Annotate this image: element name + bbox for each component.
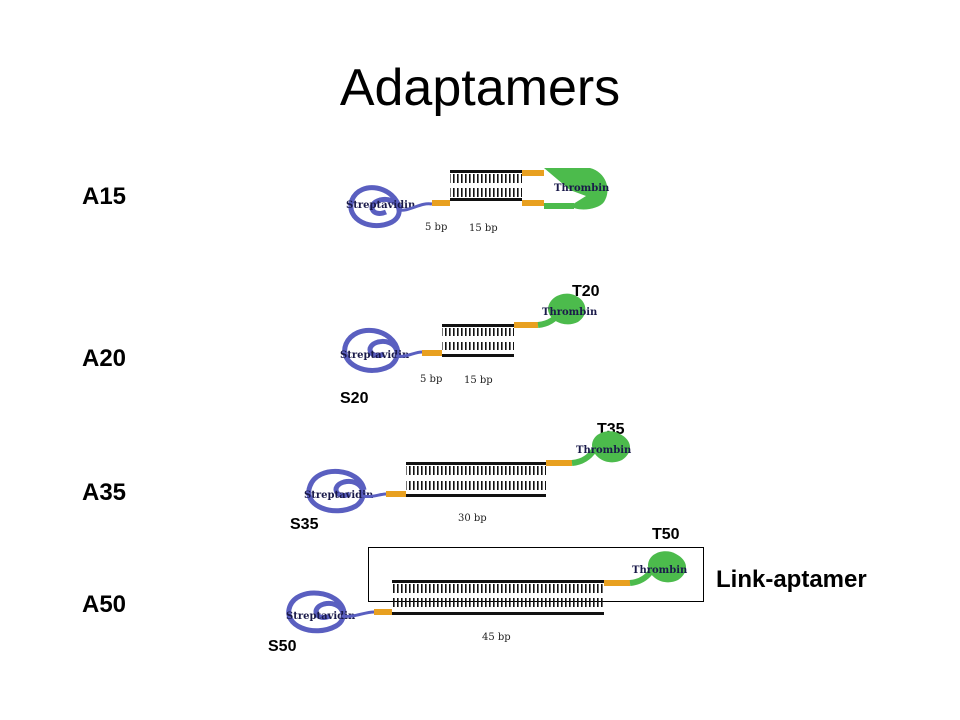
streptavidin-label: Streptavidin [304,490,374,501]
link-aptamer-label: Link-aptamer [716,566,867,593]
streptavidin-label: Streptavidin [346,200,416,211]
thrombin-icon [592,431,631,463]
streptavidin-icon [342,327,401,373]
bp-label: 15 bp [469,223,498,234]
s35-label: S35 [290,516,319,533]
row-label-a50: A50 [82,591,127,618]
streptavidin-icon [286,590,347,634]
construct-a50: Streptavidin Thrombin 45 bp [286,551,688,643]
thrombin-label: Thrombin [542,307,598,318]
construct-a20: Streptavidin Thrombin 5 bp 15 bp [340,293,598,386]
bp-label: 30 bp [458,513,487,524]
bp-label: 5 bp [425,222,447,233]
thrombin-label: Thrombin [576,445,632,456]
streptavidin-icon [348,185,403,229]
construct-a35: Streptavidin Thrombin 30 bp [304,431,632,524]
t50-label: T50 [652,526,680,543]
streptavidin-label: Streptavidin [286,611,356,622]
thrombin-label: Thrombin [554,183,610,194]
streptavidin-icon [306,469,367,514]
s20-label: S20 [340,390,369,407]
thrombin-icon [544,168,608,210]
row-label-a35: A35 [82,479,127,506]
row-label-a15: A15 [82,183,127,210]
page-title: Adaptamers [339,59,621,117]
thrombin-label: Thrombin [632,565,688,576]
thrombin-icon [548,293,586,325]
s50-label: S50 [268,638,297,655]
bp-label: 15 bp [464,375,493,386]
row-label-a20: A20 [82,345,127,372]
construct-a15: Streptavidin Thrombin 5 bp 15 bp [346,168,610,234]
thrombin-icon [648,551,687,583]
bp-label: 5 bp [420,374,442,385]
bp-label: 45 bp [482,632,511,643]
t20-label: T20 [572,283,600,300]
streptavidin-label: Streptavidin [340,350,410,361]
